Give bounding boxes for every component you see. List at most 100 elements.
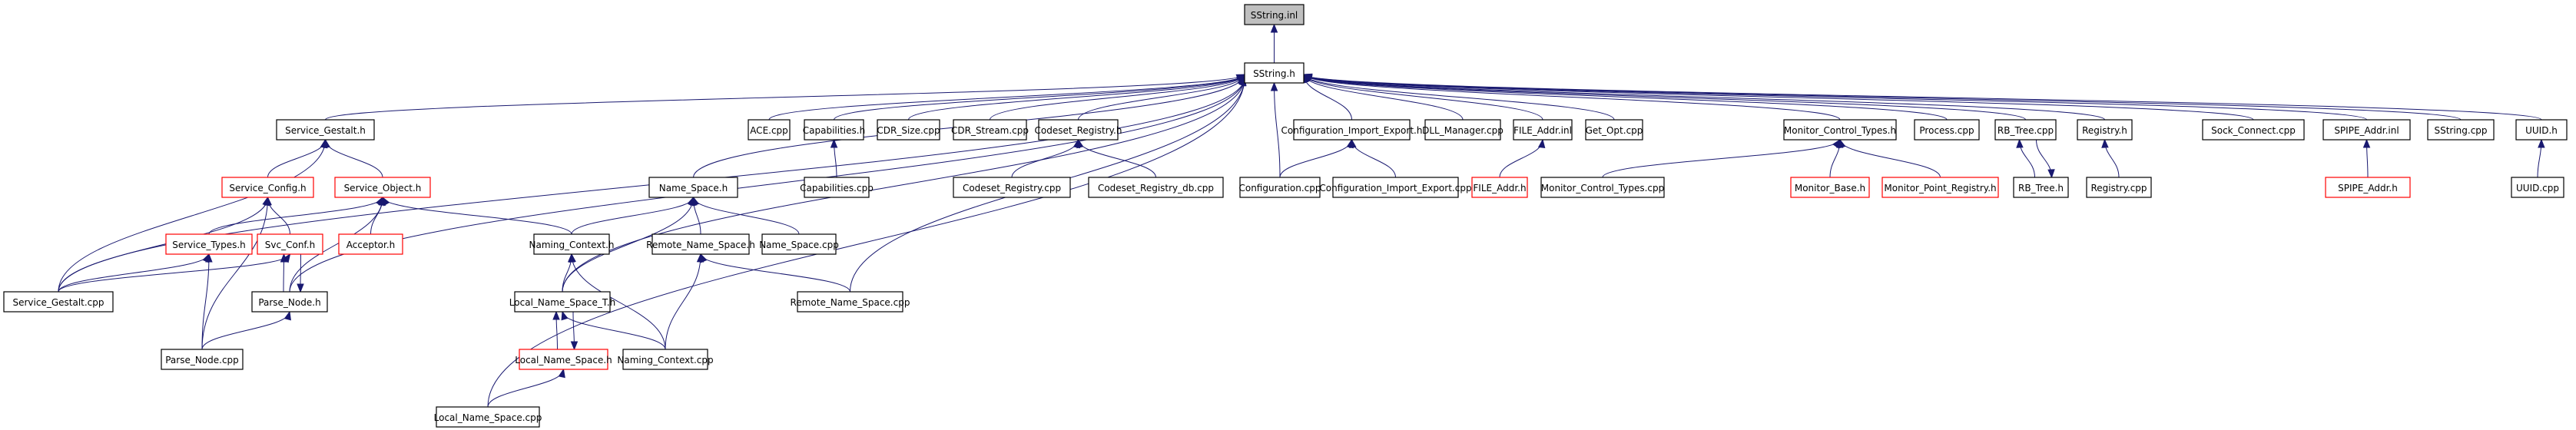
node-label: Service_Config.h (229, 183, 306, 194)
node-acceptor-h[interactable]: Acceptor.h (338, 233, 403, 255)
edge-parse_node_cpp-to-service_config_h (201, 196, 271, 350)
node-label: DLL_Manager.cpp (1422, 125, 1503, 136)
edge-service_gestalt_cpp-to-service_gestalt_h (58, 138, 328, 293)
edge-line (1303, 74, 1841, 121)
node-local-name-space-cpp[interactable]: Local_Name_Space.cpp (434, 406, 542, 428)
node-registry-cpp[interactable]: Registry.cpp (2086, 177, 2152, 198)
node-box (1244, 62, 1305, 84)
node-label: RB_Tree.cpp (1997, 125, 2054, 136)
node-service-types-h[interactable]: Service_Types.h (165, 233, 253, 255)
node-configuration-cpp[interactable]: Configuration.cpp (1238, 177, 1321, 198)
edge-svc_conf_h-to-parse_node_h (297, 253, 304, 293)
node-cdr-stream-cpp[interactable]: CDR_Stream.cpp (951, 119, 1029, 141)
node-parse-node-cpp[interactable]: Parse_Node.cpp (161, 349, 244, 370)
arrowhead-icon (2538, 138, 2545, 148)
node-cie-h[interactable]: Configuration_Import_Export.h (1281, 119, 1423, 141)
node-service-object-h[interactable]: Service_Object.h (334, 177, 431, 198)
node-sock-connect-cpp[interactable]: Sock_Connect.cpp (2202, 119, 2305, 141)
node-monitor-base-h[interactable]: Monitor_Base.h (1790, 177, 1870, 198)
arrowhead-icon (1349, 138, 1357, 149)
arrowhead-icon (297, 283, 304, 293)
node-service-gestalt-h[interactable]: Service_Gestalt.h (276, 119, 375, 141)
node-dll-manager-cpp[interactable]: DLL_Manager.cpp (1422, 119, 1503, 141)
node-cdr-size-cpp[interactable]: CDR_Size.cpp (877, 119, 940, 141)
node-mct-h[interactable]: Monitor_Control_Types.h (1783, 119, 1897, 141)
node-name-space-h[interactable]: Name_Space.h (648, 177, 738, 198)
node-codeset-registry-h[interactable]: Codeset_Registry.h (1035, 119, 1122, 141)
edge-naming_context_h-to-name_space_h (571, 196, 695, 235)
node-rb-tree-h[interactable]: RB_Tree.h (2013, 177, 2069, 198)
node-local-name-space-h[interactable]: Local_Name_Space.h (515, 349, 612, 370)
node-label: UUID.h (2525, 125, 2558, 136)
node-rb-tree-cpp[interactable]: RB_Tree.cpp (1994, 119, 2057, 141)
node-capabilities-h[interactable]: Capabilities.h (803, 119, 865, 141)
node-uuid-h[interactable]: UUID.h (2515, 119, 2568, 141)
edge-line (382, 197, 572, 235)
node-mpr-h[interactable]: Monitor_Point_Registry.h (1881, 177, 1999, 198)
node-get-opt-cpp[interactable]: Get_Opt.cpp (1585, 119, 1643, 141)
node-parse-node-h[interactable]: Parse_Node.h (251, 291, 328, 313)
node-label: Acceptor.h (346, 240, 396, 250)
node-box (953, 177, 1071, 198)
edge-parse_node_h-to-svc_conf_h (280, 253, 288, 293)
edge-service_gestalt_cpp-to-svc_conf_h (58, 253, 291, 293)
node-codeset-registry-cpp[interactable]: Codeset_Registry.cpp (953, 177, 1071, 198)
node-codeset-registry-db-cpp[interactable]: Codeset_Registry_db.cpp (1088, 177, 1224, 198)
node-naming-context-cpp[interactable]: Naming_Context.cpp (617, 349, 714, 370)
arrowhead-icon (570, 341, 579, 351)
node-mct-cpp[interactable]: Monitor_Control_Types.cpp (1540, 177, 1665, 198)
edge-configuration_cpp-to-cie_h (1279, 138, 1354, 178)
node-spipe-addr-h[interactable]: SPIPE_Addr.h (2325, 177, 2411, 198)
node-ace-cpp[interactable]: ACE.cpp (748, 119, 791, 141)
node-box (514, 291, 611, 313)
edge-parse_node_cpp-to-service_types_h (201, 253, 213, 350)
edge-service_object_h-to-service_gestalt_h (323, 138, 383, 178)
node-uuid-cpp[interactable]: UUID.cpp (2511, 177, 2564, 198)
node-label: Registry.cpp (2090, 183, 2147, 194)
edge-line (1011, 139, 1079, 178)
node-box (1790, 177, 1870, 198)
edge-naming_context_cpp-to-remote_name_space_h (665, 253, 705, 350)
node-remote-name-space-h[interactable]: Remote_Name_Space.h (646, 233, 755, 255)
node-file-addr-h[interactable]: FILE_Addr.h (1471, 177, 1528, 198)
node-box (2086, 177, 2152, 198)
node-cie-cpp[interactable]: Configuration_Import_Export.cpp (1319, 177, 1472, 198)
node-label: Monitor_Point_Registry.h (1884, 183, 1996, 194)
node-sstring-h[interactable]: SString.h (1244, 62, 1305, 84)
node-label: Codeset_Registry.h (1035, 125, 1122, 136)
node-remote-name-space-cpp[interactable]: Remote_Name_Space.cpp (791, 291, 910, 313)
node-label: Registry.h (2082, 125, 2127, 136)
arrowhead-icon (320, 138, 328, 149)
node-label: Configuration_Import_Export.h (1281, 125, 1423, 136)
arrowhead-icon (552, 310, 560, 320)
edge-line (1303, 74, 2462, 121)
edge-sstring_h-to-sstring_inl (1270, 23, 1278, 63)
node-label: Service_Types.h (172, 240, 246, 250)
arrowhead-icon (1270, 81, 1278, 91)
node-service-config-h[interactable]: Service_Config.h (221, 177, 314, 198)
edge-line (1303, 74, 1543, 121)
edge-capabilities_h-to-sstring_h (834, 74, 1245, 121)
edge-line (571, 253, 666, 350)
node-box (1332, 177, 1459, 198)
node-box (804, 177, 870, 198)
edge-configuration_cpp-to-sstring_h (1270, 81, 1281, 178)
node-spipe-addr-inl[interactable]: SPIPE_Addr.inl (2322, 119, 2411, 141)
node-registry-h[interactable]: Registry.h (2077, 119, 2133, 141)
node-naming-context-h[interactable]: Naming_Context.h (529, 233, 615, 255)
node-file-addr-inl[interactable]: FILE_Addr.inl (1513, 119, 1573, 141)
node-box (1881, 177, 1999, 198)
node-name-space-cpp[interactable]: Name_Space.cpp (759, 233, 839, 255)
node-box (2515, 119, 2568, 141)
node-capabilities-cpp[interactable]: Capabilities.cpp (800, 177, 874, 198)
edge-line (1602, 139, 1841, 178)
edge-ace_cpp-to-sstring_h (768, 74, 1246, 121)
node-label: SString.h (1253, 68, 1295, 79)
node-process-cpp[interactable]: Process.cpp (1914, 119, 1980, 141)
node-local-name-space-t-h[interactable]: Local_Name_Space_T.h (509, 291, 615, 313)
node-svc-conf-h[interactable]: Svc_Conf.h (257, 233, 323, 255)
node-sstring-cpp[interactable]: SString.cpp (2427, 119, 2495, 141)
node-service-gestalt-cpp[interactable]: Service_Gestalt.cpp (3, 291, 114, 313)
node-box (1513, 119, 1573, 141)
